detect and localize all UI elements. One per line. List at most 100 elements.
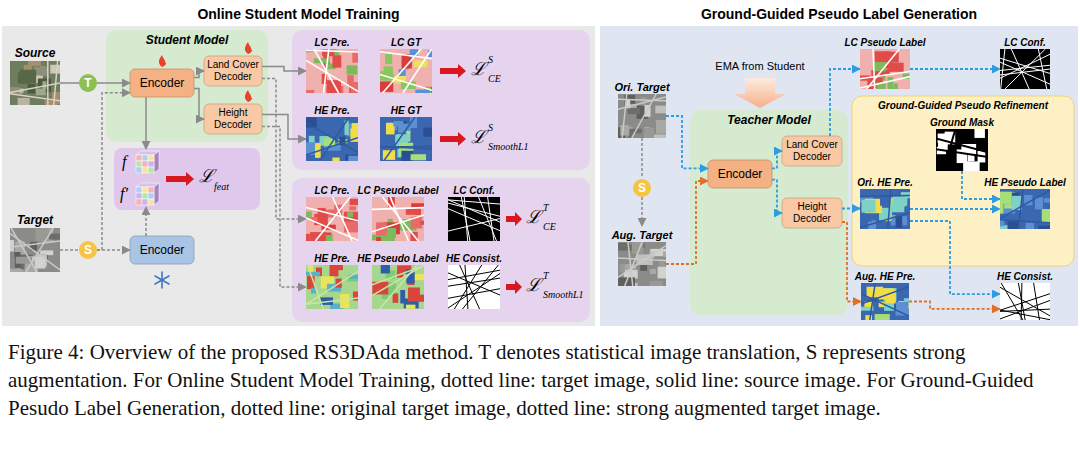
map-image [380, 52, 432, 59]
map-image [888, 189, 891, 229]
map-image [406, 209, 420, 215]
map-image [936, 139, 988, 153]
block-background [782, 136, 842, 166]
map-image [372, 215, 424, 232]
connector-arrow [666, 181, 708, 264]
map-image [348, 156, 358, 161]
map-image [1000, 190, 1050, 218]
connector-arrow [60, 82, 79, 84]
map-image [1000, 192, 1012, 204]
image-tile: Ori. Target [613, 80, 671, 138]
connector-arrow [262, 67, 306, 72]
loss-symbol: SmoothL1 [488, 141, 529, 153]
feature-cube [136, 199, 142, 205]
feature-cube [148, 187, 154, 193]
feature-cube [136, 155, 142, 161]
encoder-box: Encoder [708, 160, 772, 188]
image-tile: Aug. Target [611, 228, 674, 286]
map-image [324, 49, 329, 93]
encoder-box: Encoder [130, 69, 194, 97]
group-background [690, 110, 848, 315]
map-image [383, 197, 419, 241]
map-image [372, 197, 424, 241]
circle-letter: S [638, 182, 646, 194]
connector-arrow [842, 222, 861, 302]
panel-title: Online Student Model Training [2, 4, 595, 24]
map-image [314, 49, 339, 93]
map-image [873, 49, 875, 89]
map-image [306, 90, 314, 93]
map-image [306, 197, 358, 241]
map-image [411, 154, 426, 160]
decoder-box: Height Decoder [204, 104, 262, 134]
map-image [52, 92, 60, 104]
map-image [306, 50, 358, 52]
map-image [650, 281, 663, 286]
loss-symbol: T [543, 270, 549, 282]
map-image [1021, 283, 1023, 320]
map-image [618, 94, 666, 138]
image-caption: HE Consist. [446, 252, 502, 265]
map-image [875, 314, 890, 320]
map-image [372, 265, 424, 309]
image-tile: LC Pre. [305, 184, 359, 241]
map-image [464, 197, 467, 241]
map-image [414, 295, 424, 302]
block-background [204, 104, 262, 134]
map-image [861, 200, 875, 213]
map-image [650, 269, 656, 274]
image-tile: HE Pre. [305, 252, 359, 309]
map-image [306, 60, 358, 91]
map-image [306, 272, 320, 276]
image-caption: Ori. HE Pre. [857, 176, 913, 189]
image-tile: Aug. HE Pre. [854, 270, 917, 320]
frozen-snowflake [155, 276, 169, 284]
target-image: Target [9, 213, 61, 272]
image-caption: Ground Mask [930, 116, 994, 129]
connector-arrow [772, 151, 782, 168]
map-image [943, 129, 955, 171]
map-image [618, 242, 666, 286]
map-image [1044, 198, 1050, 202]
panel-background [600, 26, 1078, 326]
map-image [628, 108, 641, 114]
circle-background [79, 241, 97, 259]
image-caption: HE Consist. [997, 270, 1053, 283]
block-background [130, 69, 194, 97]
image-tile: HE Pseudo Label [356, 252, 440, 309]
loss-symbol: S [488, 122, 493, 134]
loss-symbol: ℒ [526, 275, 541, 296]
figure-caption: Figure 4: Overview of the proposed RS3DA… [8, 338, 1072, 422]
feature-cube [136, 151, 159, 173]
map-image [334, 265, 343, 270]
decoder-box: Land Cover Decoder [782, 136, 842, 166]
map-image [644, 128, 654, 138]
map-image [448, 265, 500, 309]
refinement-box: Ground-Guided Pseudo RefinementGround Ma… [852, 96, 1074, 266]
block-background [204, 56, 262, 86]
image-caption: HE Pre. [314, 104, 350, 117]
map-image [352, 51, 358, 62]
map-image [10, 240, 14, 251]
map-image [26, 228, 54, 272]
loss-arrow [506, 280, 522, 294]
image-caption: HE Pseudo Label [984, 176, 1066, 189]
loss-arrow [166, 172, 194, 186]
map-image [861, 287, 909, 305]
image-caption: LC GT [391, 36, 421, 49]
panel: Online Student Model TrainingSourceTStud… [2, 4, 595, 326]
loss-symbol: ℒ [471, 59, 486, 80]
map-image [448, 265, 500, 309]
loss-symbol: ℒ [199, 166, 214, 187]
image-caption: LC Conf. [1004, 36, 1046, 49]
circle-background [79, 74, 97, 92]
connector-arrow [772, 180, 782, 213]
connector-arrow [910, 68, 1000, 70]
connector-arrow [194, 89, 204, 119]
map-image [663, 252, 666, 257]
map-image [1042, 209, 1050, 222]
decoration [114, 30, 786, 322]
connector-arrow [830, 69, 860, 136]
map-image [618, 246, 666, 278]
